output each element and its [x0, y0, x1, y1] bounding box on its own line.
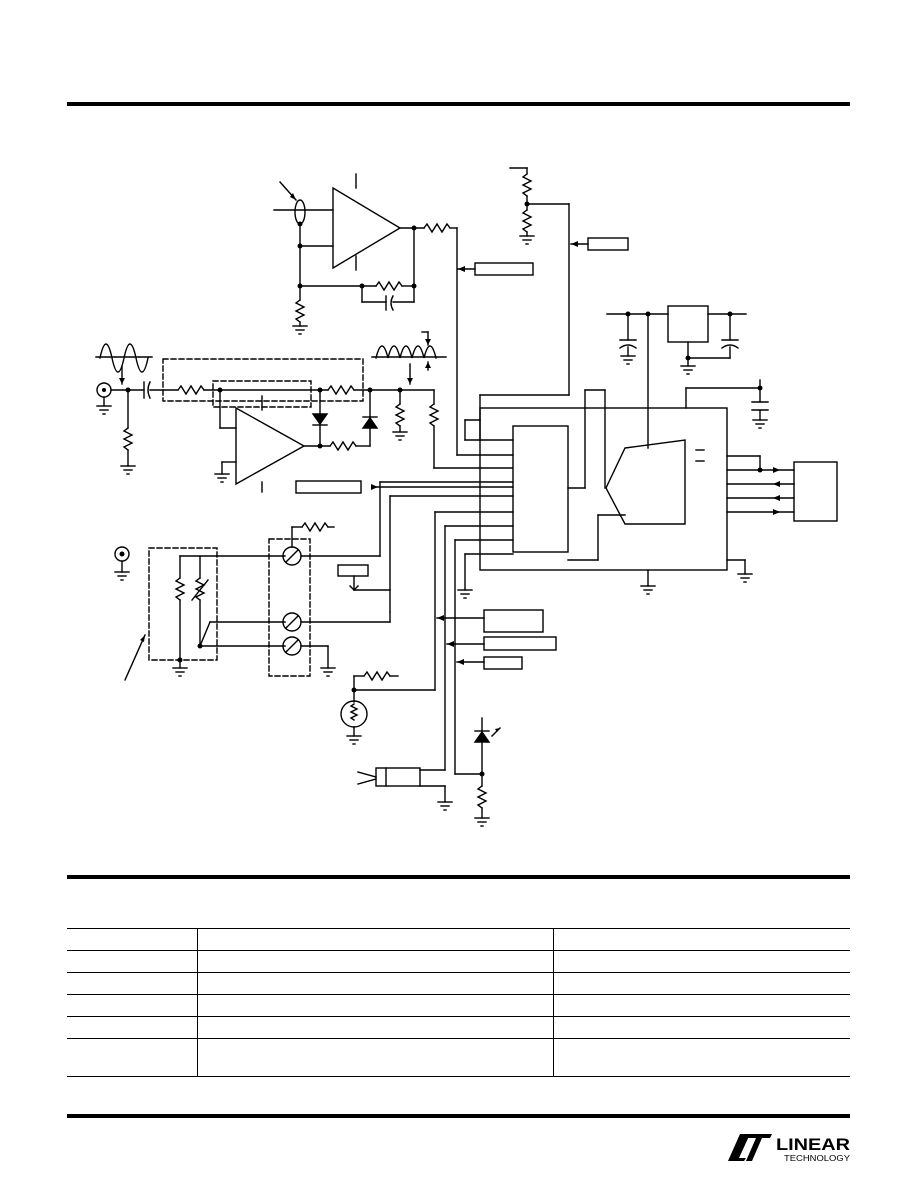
table-row	[67, 950, 850, 973]
ic-main	[479, 407, 728, 571]
ic-mux	[512, 425, 569, 553]
table-row	[67, 928, 850, 951]
circuit-schematic	[95, 167, 838, 827]
parts-table	[67, 928, 850, 1077]
op-amp-middle	[235, 406, 306, 486]
section-rule	[67, 875, 850, 879]
table-row	[67, 972, 850, 995]
logo-word-linear: LINEAR	[776, 1135, 850, 1154]
table-row	[67, 994, 850, 1017]
table-row	[67, 1038, 850, 1077]
bottom-rule	[67, 1114, 850, 1118]
table-row	[67, 1016, 850, 1039]
logo-word-technology: TECHNOLOGY	[784, 1154, 851, 1163]
op-amp-top	[332, 186, 402, 270]
top-rule	[67, 102, 850, 106]
lt-mark-icon	[728, 1134, 772, 1161]
linear-technology-logo: LINEAR TECHNOLOGY	[728, 1134, 851, 1163]
